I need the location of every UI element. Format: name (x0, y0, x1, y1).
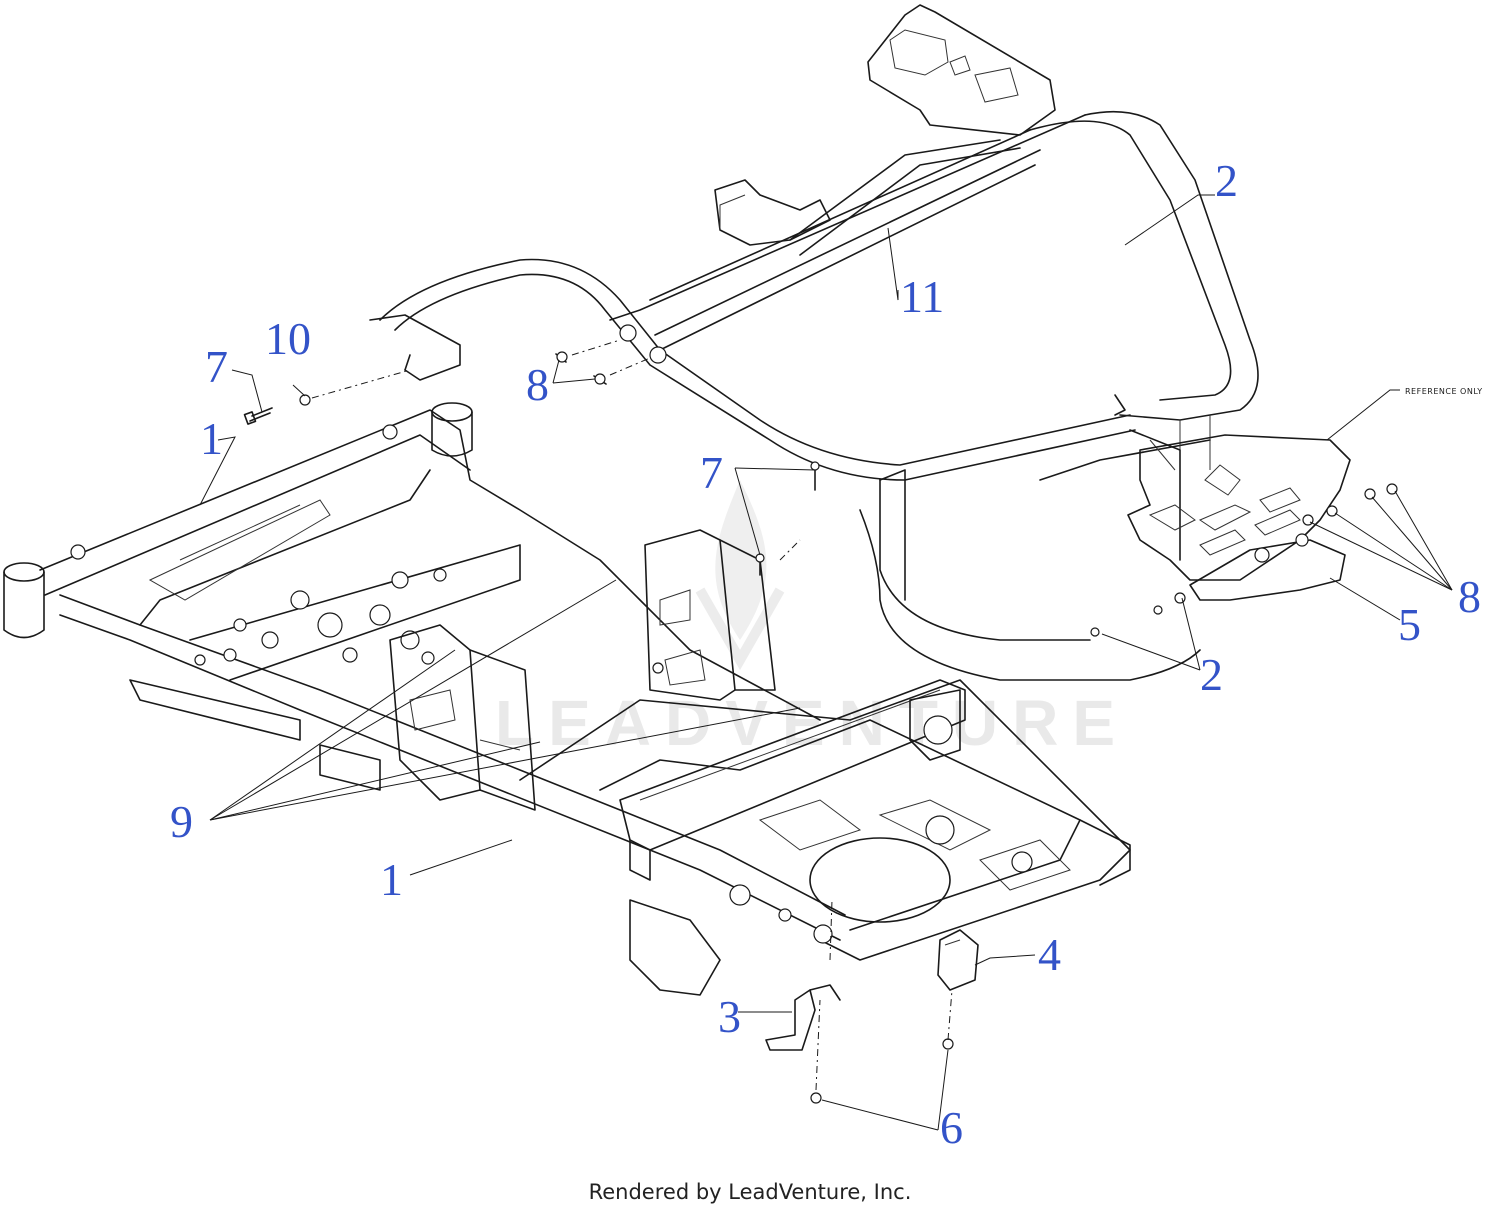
callout-5: 5 (1398, 599, 1421, 650)
callout-7-left: 7 (205, 341, 228, 392)
callout-7-center: 7 (700, 447, 723, 498)
reference-only-note: REFERENCE ONLY (1405, 387, 1483, 396)
watermark-text: LEADVENTURE (495, 687, 1129, 759)
bracket-3 (765, 984, 841, 1051)
bracket-4 (937, 929, 979, 991)
callout-9: 9 (170, 796, 193, 847)
side-frame-left (3, 402, 846, 941)
rear-guard-plate (1090, 434, 1351, 637)
watermark: LEADVENTURE (495, 480, 1129, 759)
center-frame (519, 679, 1131, 996)
callout-8-right: 8 (1458, 571, 1481, 622)
callouts: 1 1 2 2 3 4 5 6 7 7 8 8 9 10 11 (170, 155, 1481, 1153)
seat-pan (714, 4, 1201, 681)
callout-10: 10 (265, 313, 311, 364)
callout-1-lower: 1 (380, 854, 403, 905)
footer-credit: Rendered by LeadVenture, Inc. (588, 1180, 912, 1204)
callout-4: 4 (1038, 929, 1061, 980)
callout-6: 6 (940, 1102, 963, 1153)
callout-11: 11 (900, 271, 944, 322)
callout-2-lower: 2 (1200, 649, 1223, 700)
callout-1-upper: 1 (200, 413, 223, 464)
callout-3: 3 (718, 991, 741, 1042)
callout-8-left: 8 (526, 359, 549, 410)
callout-2-upper: 2 (1215, 155, 1238, 206)
rops-bar (369, 110, 1259, 481)
control-brackets (389, 529, 776, 811)
leader-lines (199, 194, 1453, 1131)
